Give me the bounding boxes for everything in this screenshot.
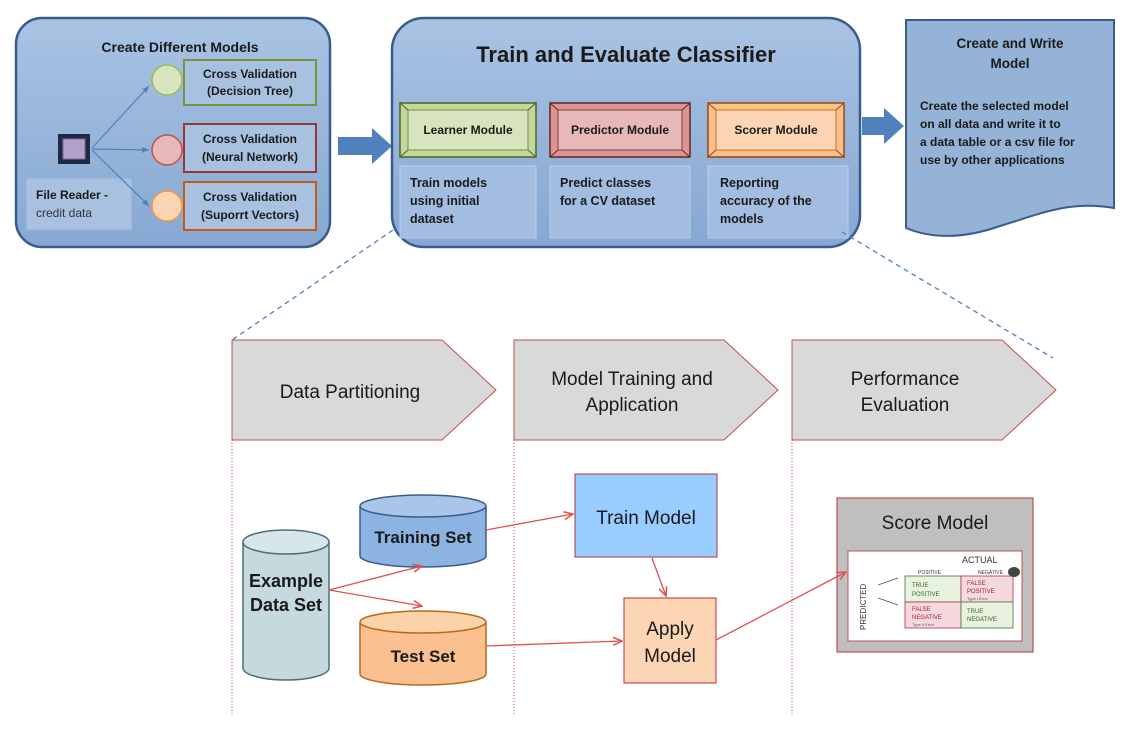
file-reader-sublabel: credit data [36,206,92,220]
score-model-label: Score Model [882,513,989,534]
sketch-negative: NEGATIVE [978,570,1004,576]
phase-2-label-1: Model Training and [551,369,713,390]
predictor-module-label: Predictor Module [571,123,669,137]
train-evaluate-panel: Train and Evaluate Classifier Learner Mo… [390,16,862,249]
model-1-line2: (Decision Tree) [207,84,293,98]
zoom-line-right [841,231,1054,359]
scorer-desc-2: accuracy of the [720,194,812,208]
decision-tree-node [151,64,183,96]
test-set-label: Test Set [391,647,456,666]
sketch-tp-2: POSITIVE [912,592,940,598]
phase-chevron-2 [513,339,779,441]
training-set-node: Training Set [359,494,487,568]
write-model-panel: Create and Write Model Create the select… [905,19,1115,237]
write-model-desc-2: on all data and write it to [920,117,1061,131]
predictor-desc-2: for a CV dataset [560,194,656,208]
flow-arrow-1 [338,128,392,164]
sketch-fp-1: FALSE [967,581,986,587]
create-models-panel: Create Different Models File Reader - cr… [14,16,332,249]
flow-arrow-2 [862,108,904,144]
model-1-line1: Cross Validation [203,67,297,81]
training-set-label: Training Set [374,528,472,547]
edge-data-to-training [328,566,422,591]
train-evaluate-title: Train and Evaluate Classifier [476,42,776,67]
apply-model-label-1: Apply [646,619,694,640]
train-model-node: Train Model [574,473,718,558]
sketch-tp-1: TRUE [912,583,928,589]
sketch-type2: Type II Error [912,622,935,627]
edge-train-to-apply [651,557,666,596]
phase-chevron-3 [791,339,1057,441]
phase-3-label-2: Evaluation [861,395,950,416]
write-model-desc-1: Create the selected model [920,99,1069,113]
example-data-set-label-1: Example [249,571,323,591]
test-set-node: Test Set [359,610,487,686]
learner-desc-1: Train models [410,176,487,190]
phase-chevrons: Data Partitioning Model Training and App… [231,339,1057,716]
connectors [328,514,846,647]
file-reader-label: File Reader - [36,188,108,202]
neural-network-node [151,134,183,166]
scorer-desc-3: models [720,212,764,226]
write-model-title-2: Model [991,56,1030,71]
phase-2-label-2: Application [586,395,679,416]
example-data-set-node: Example Data Set [242,529,330,681]
sketch-fn-1: FALSE [912,607,931,613]
phase-1-label: Data Partitioning [280,382,420,403]
support-vectors-node [151,190,183,222]
phase-chevron-1 [231,339,497,441]
write-model-title-1: Create and Write [956,36,1064,51]
sketch-actual: ACTUAL [962,555,998,565]
sketch-type1: Type I Error [967,596,989,601]
marker-pen-icon [1008,567,1020,577]
edge-data-to-test [328,589,422,606]
write-model-desc-3: a data table or a csv file for [920,135,1075,149]
edge-apply-to-score [715,572,846,641]
example-data-set-label-2: Data Set [250,595,322,615]
edge-training-to-train-model [485,514,573,531]
model-3-line2: (Suporrt Vectors) [201,208,299,222]
sketch-tn-1: TRUE [967,609,983,615]
confusion-matrix-sketch: ACTUAL PREDICTED POSITIVE NEGATIVE TRUE … [847,550,1023,642]
sketch-positive: POSITIVE [918,570,942,576]
train-model-label: Train Model [596,508,696,529]
score-model-node: Score Model ACTUAL PREDICTED POSITIVE NE… [836,497,1034,653]
model-2-line2: (Neural Network) [202,150,298,164]
sketch-fp-2: POSITIVE [967,589,995,595]
sketch-fn-2: NEGATIVE [912,615,942,621]
learner-desc-3: dataset [410,212,455,226]
learner-desc-2: using initial [410,194,479,208]
edge-test-to-apply [485,641,622,647]
zoom-line-left [231,229,394,341]
apply-model-label-2: Model [644,646,696,667]
model-2-line1: Cross Validation [203,132,297,146]
write-model-desc-4: use by other applications [920,153,1065,167]
scorer-module-label: Scorer Module [734,123,818,137]
learner-module-label: Learner Module [423,123,513,137]
predictor-desc-1: Predict classes [560,176,651,190]
create-models-title: Create Different Models [101,39,258,55]
phase-3-label-1: Performance [851,369,960,390]
sketch-predicted: PREDICTED [859,584,868,630]
scorer-desc-1: Reporting [720,176,779,190]
apply-model-node: Apply Model [623,597,717,684]
sketch-tn-2: NEGATIVE [967,617,997,623]
model-3-line1: Cross Validation [203,190,297,204]
